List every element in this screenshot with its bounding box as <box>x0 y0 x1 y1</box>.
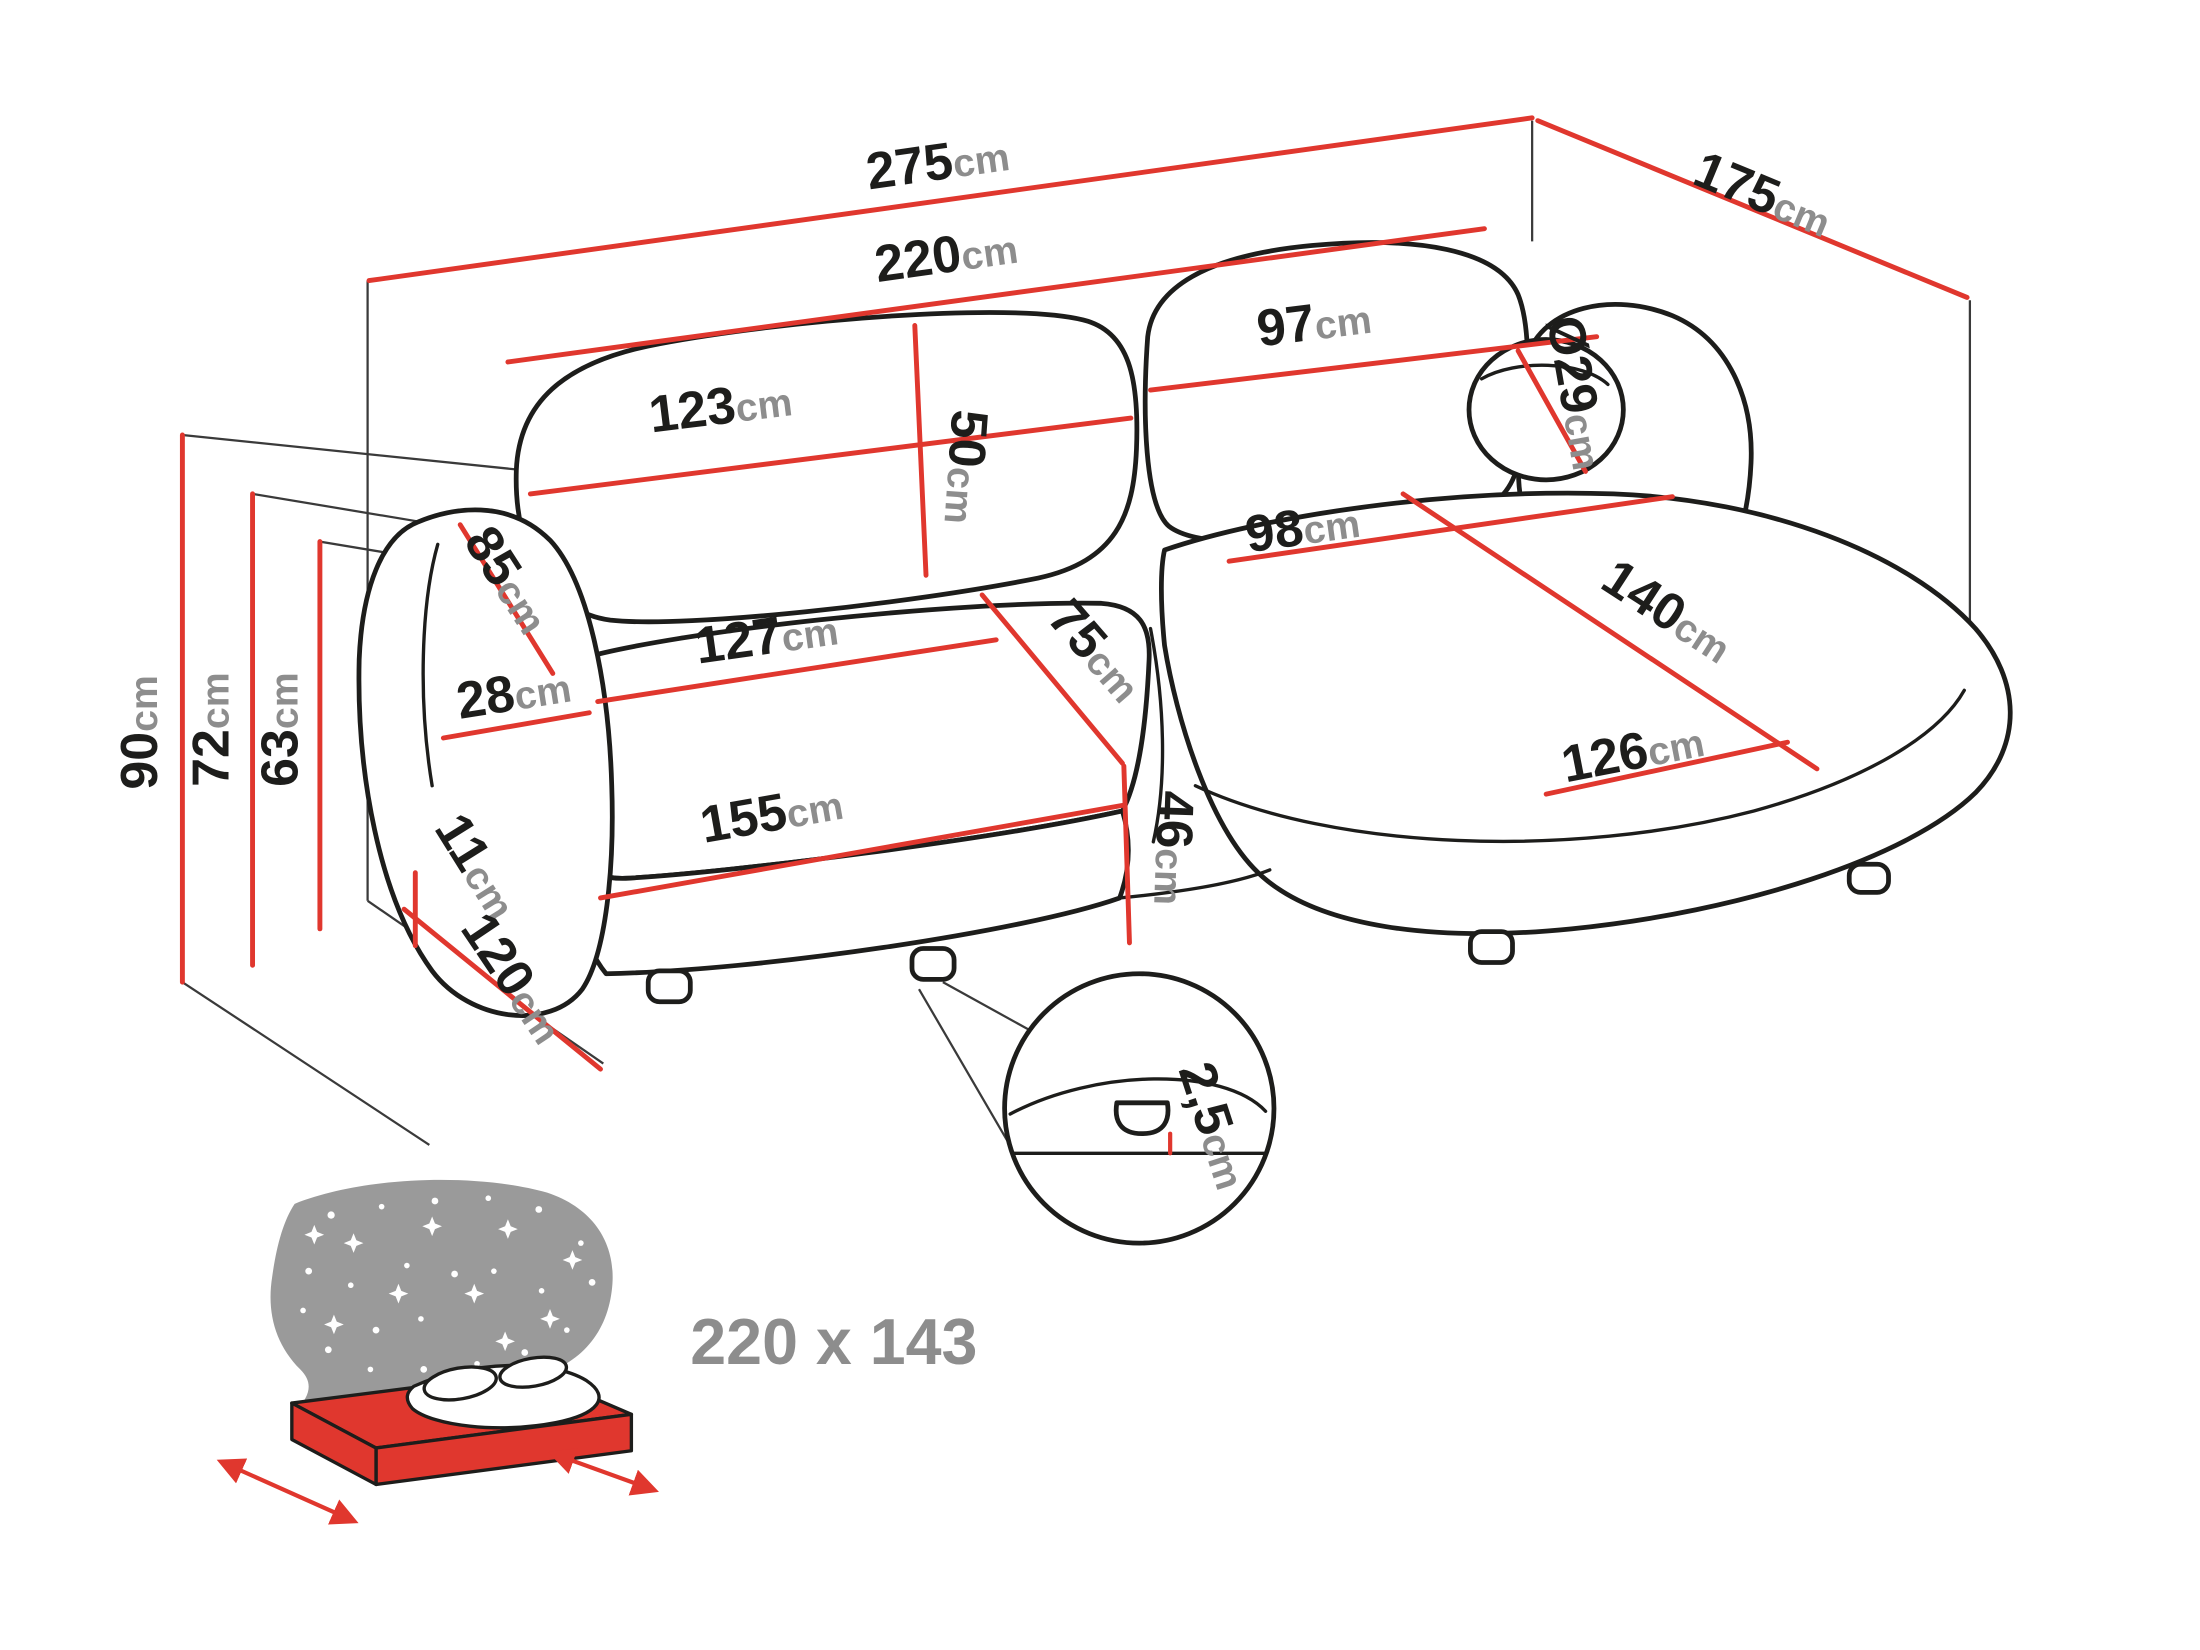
dim-seat-front-width-label: 155cm <box>696 773 847 855</box>
dim-overall-width-label: 275cm <box>863 124 1013 201</box>
sofa-leg <box>1846 861 1891 895</box>
dim-armrest-width-label: 28cm <box>453 656 575 731</box>
dim-line-seat-cushion-width <box>595 637 999 704</box>
dim-top-width-label: 220cm <box>871 217 1021 294</box>
dim-line-chaise-length <box>1400 491 1820 772</box>
fold-out-arrow <box>547 1448 659 1496</box>
dim-line-backrest-height <box>912 323 929 578</box>
detail-leg <box>1113 1100 1171 1137</box>
dim-line-armrest-width <box>440 710 592 741</box>
seat-chaise-seam <box>1148 626 1165 844</box>
dim-backrest-height-label: 50cm <box>933 408 999 526</box>
sofa-leg <box>1468 929 1515 965</box>
dim-line-backrest-right <box>1148 334 1600 393</box>
dim-total-height-label: 90cm <box>111 675 169 790</box>
base-connect-line <box>1117 868 1272 900</box>
backrest-left-cushion <box>513 310 1140 625</box>
dim-line-pullout-depth <box>401 906 603 1072</box>
pillow <box>422 1365 498 1402</box>
dim-backrest-right-label: 97cm <box>1254 287 1375 359</box>
sleeping-area-icon: 220 x 143 <box>216 1179 977 1525</box>
fold-out-arrow <box>216 1458 359 1525</box>
dim-line-backrest-left <box>527 415 1134 497</box>
dim-line-armrest-depth <box>457 522 556 676</box>
dim-line-overall-width <box>366 115 1535 284</box>
sofa-leg <box>645 968 693 1005</box>
bolster-fold-line <box>1479 363 1610 387</box>
sleeping-area-size-label: 220 x 143 <box>690 1306 977 1378</box>
left-armrest <box>356 507 615 1018</box>
chaise-top-edge-line <box>1193 688 1966 844</box>
dim-seat-cushion-width-label: 127cm <box>691 598 841 675</box>
dim-line-bolster-diameter <box>1515 348 1588 474</box>
dimension-lines <box>179 115 1970 1072</box>
chaise-section <box>1158 490 2013 936</box>
dim-line-seat-depth <box>979 592 1125 766</box>
dim-line-seat-front-width <box>598 802 1125 901</box>
dim-line-chaise-seat-width <box>1226 494 1675 564</box>
dim-line-chaise-front-width <box>1543 739 1790 797</box>
stars-decoration <box>300 1195 596 1373</box>
bolster-cushion <box>1466 337 1626 483</box>
dim-bolster-diameter-label: Ø29cm <box>1535 311 1619 474</box>
leg-detail-callout <box>918 971 1277 1246</box>
dim-line-top-width <box>505 226 1487 365</box>
dim-armrest-height-label: 72cm <box>183 672 241 787</box>
left-armrest-fold <box>421 542 440 788</box>
detail-base-curve <box>1008 1077 1268 1116</box>
dim-side-height-label: 63cm <box>251 672 309 787</box>
pillow <box>498 1355 569 1389</box>
dim-seat-height-label: 46cm <box>1142 790 1204 906</box>
dim-overall-depth-label: 175cm <box>1686 141 1841 249</box>
dim-line-overall-depth <box>1535 118 1970 300</box>
dim-chaise-seat-width-label: 98cm <box>1242 491 1363 564</box>
dim-line-seat-height <box>1121 763 1132 946</box>
starry-headboard <box>270 1179 613 1415</box>
dim-backrest-left-label: 123cm <box>646 369 795 444</box>
sofa-leg <box>909 946 957 982</box>
sofa-illustration <box>356 240 2013 1018</box>
